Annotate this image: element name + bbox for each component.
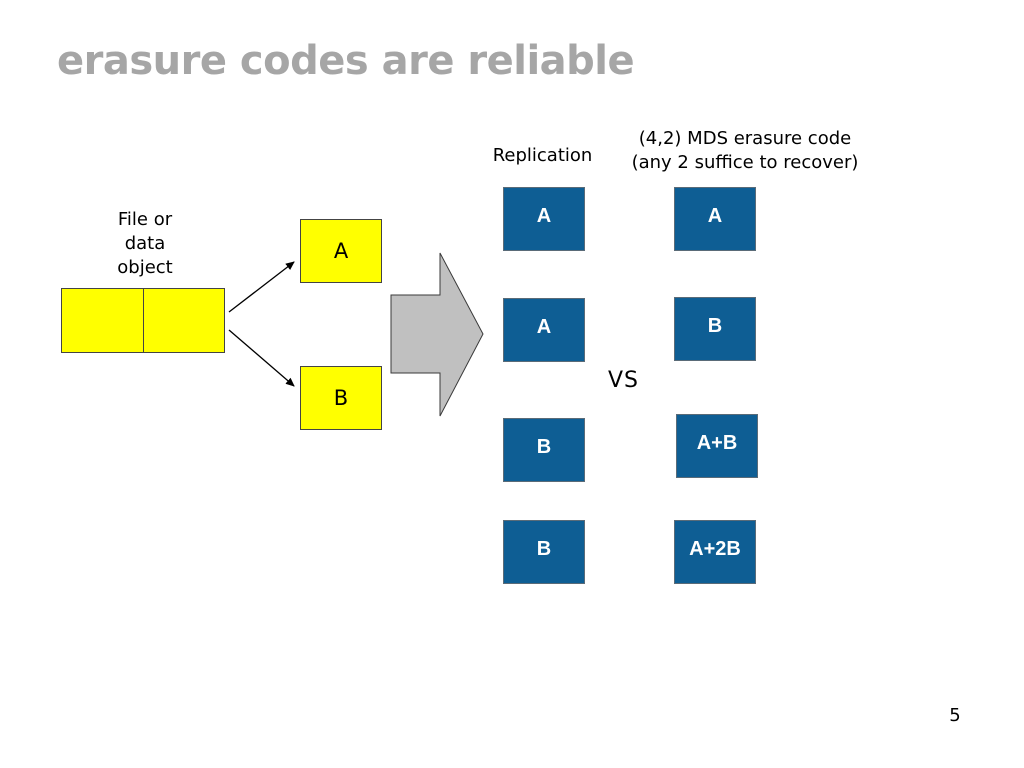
mds-block-4: A+2B — [674, 520, 756, 584]
replication-block-4: B — [503, 520, 585, 584]
replication-block-1: A — [503, 187, 585, 251]
encode-block-arrow — [390, 252, 484, 417]
split-arrow-to-a — [228, 261, 295, 313]
chunk-a-label: A — [333, 239, 349, 263]
replication-block-1-label: A — [536, 204, 552, 227]
file-object-left-half — [61, 288, 144, 353]
mds-code-caption: (4,2) MDS erasure code (any 2 suffice to… — [631, 128, 859, 173]
replication-block-3: B — [503, 418, 585, 482]
replication-block-3-label: B — [536, 435, 552, 458]
mds-block-3-label: A+B — [696, 431, 738, 454]
file-object-caption: File or data object — [117, 209, 173, 278]
mds-block-2-label: B — [707, 314, 723, 337]
file-object-right-half — [143, 288, 225, 353]
replication-caption: Replication — [492, 145, 593, 166]
slide-title: erasure codes are reliable — [57, 38, 635, 84]
mds-block-2: B — [674, 297, 756, 361]
chunk-a: A — [300, 219, 382, 283]
mds-block-1: A — [674, 187, 756, 251]
replication-block-4-label: B — [536, 537, 552, 560]
vs-label: VS — [608, 368, 640, 393]
chunk-b-label: B — [333, 386, 349, 410]
replication-block-2: A — [503, 298, 585, 362]
page-number: 5 — [949, 705, 961, 726]
chunk-b: B — [300, 366, 382, 430]
split-arrow-to-b — [228, 329, 295, 387]
mds-block-4-label: A+2B — [689, 537, 741, 560]
replication-block-2-label: A — [536, 315, 552, 338]
mds-block-3: A+B — [676, 414, 758, 478]
mds-block-1-label: A — [707, 204, 723, 227]
